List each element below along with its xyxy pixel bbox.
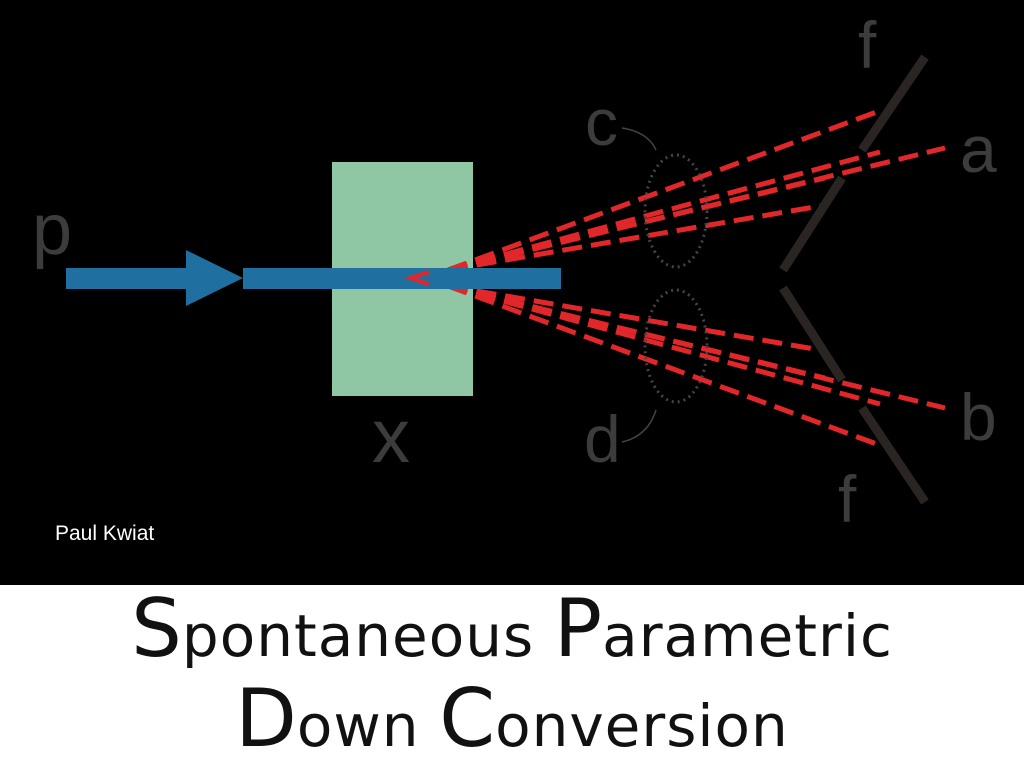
cone-lower-ray-3 xyxy=(447,283,826,381)
photon-cone-upper xyxy=(447,107,946,273)
diagram-panel: p x c d a b f f Paul Kwiat xyxy=(0,0,1024,585)
ring-lower-label: d xyxy=(584,402,621,476)
title-word-parametric: Parametric xyxy=(553,582,893,675)
title-word-spontaneous: Spontaneous xyxy=(131,582,535,675)
cone-lower-ray-4 xyxy=(447,283,821,353)
title-line-1: Spontaneous Parametric xyxy=(0,585,1024,675)
ring-lower xyxy=(643,288,709,404)
pump-beam xyxy=(243,268,561,289)
filter-upper xyxy=(779,54,929,273)
title-word-conversion: Conversion xyxy=(439,672,789,765)
filter-upper-label: f xyxy=(858,8,877,82)
emission-chevron xyxy=(404,270,430,286)
beam-b-label: b xyxy=(960,380,997,454)
title-word-down: Down xyxy=(235,672,420,765)
cone-lower-ray-0 xyxy=(447,283,883,449)
photon-cone-lower xyxy=(447,283,946,449)
beam-a-label: a xyxy=(960,112,997,186)
ring-upper xyxy=(643,153,709,269)
pump-arrow xyxy=(66,250,243,306)
title-line-2: Down Conversion xyxy=(0,675,1024,765)
pump-label: p xyxy=(32,190,72,270)
filter-lower-label: f xyxy=(838,462,857,536)
cone-upper-ray-4 xyxy=(447,203,821,273)
cone-upper-ray-0 xyxy=(447,107,883,273)
leader-line-lower xyxy=(621,409,657,443)
author-credit: Paul Kwiat xyxy=(55,522,155,545)
cone-upper-ray-3 xyxy=(447,175,826,273)
filter-lower xyxy=(779,285,929,505)
leader-line-upper xyxy=(621,127,657,151)
crystal-label: x xyxy=(372,394,410,479)
spdc-diagram: p x c d a b f f xyxy=(32,8,997,536)
slide-title: Spontaneous Parametric Down Conversion xyxy=(0,585,1024,768)
ring-upper-label: c xyxy=(585,85,618,159)
